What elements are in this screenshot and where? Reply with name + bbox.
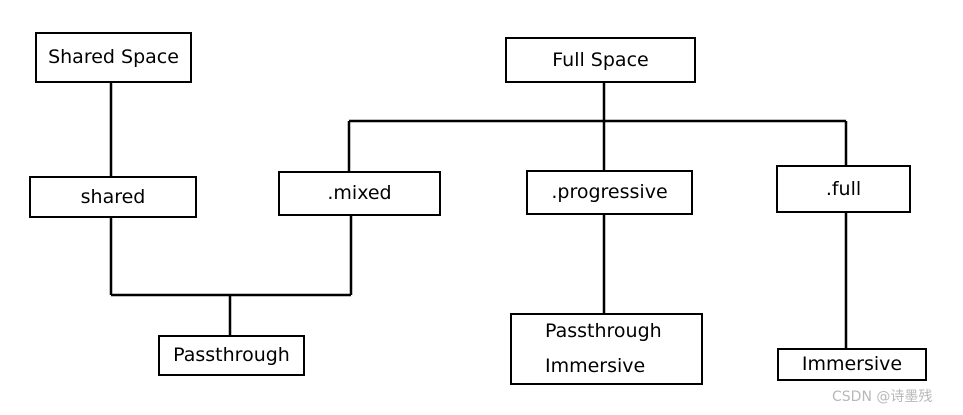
node-shared: shared xyxy=(29,176,197,218)
node-shared-label: shared xyxy=(80,185,146,208)
node-shared-space: Shared Space xyxy=(35,32,192,83)
node-full: .full xyxy=(776,165,911,213)
node-full-label: .full xyxy=(825,177,862,200)
node-mixed-label: .mixed xyxy=(327,182,392,205)
node-full-space: Full Space xyxy=(505,37,696,83)
node-progressive-label: .progressive xyxy=(551,181,668,204)
node-shared-space-label: Shared Space xyxy=(48,46,179,69)
node-passthrough: Passthrough xyxy=(158,335,305,376)
node-passthrough-immersive-line2: Immersive xyxy=(545,355,646,377)
node-passthrough-immersive: Passthrough Immersive xyxy=(510,313,703,385)
node-passthrough-label: Passthrough xyxy=(173,344,290,367)
node-passthrough-immersive-line1: Passthrough xyxy=(545,320,662,342)
node-full-space-label: Full Space xyxy=(552,48,649,71)
node-mixed: .mixed xyxy=(278,171,441,216)
node-immersive: Immersive xyxy=(777,348,927,381)
node-progressive: .progressive xyxy=(526,170,693,215)
watermark-text: CSDN @诗墨残 xyxy=(832,389,933,405)
node-immersive-label: Immersive xyxy=(801,353,903,376)
